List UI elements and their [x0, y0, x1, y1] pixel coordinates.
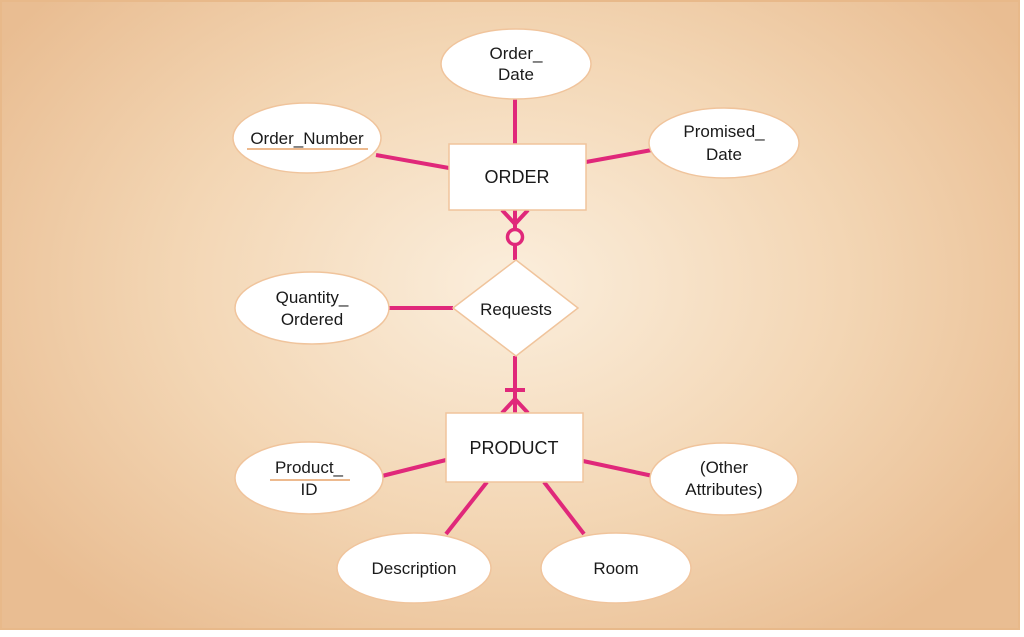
attr-label-line1: (Other — [700, 458, 749, 477]
attribute-quantity-ordered: Quantity_ Ordered — [234, 271, 390, 345]
attribute-order-date: Order_ Date — [440, 28, 592, 100]
attribute-other-attributes: (Other Attributes) — [649, 442, 799, 516]
entity-label: PRODUCT — [470, 438, 559, 458]
relationship-label: Requests — [480, 300, 552, 319]
attr-label-line1: Product_ — [275, 458, 344, 477]
cardinality-one-or-many — [500, 388, 530, 415]
attribute-room: Room — [540, 532, 692, 604]
attr-label-line1: Promised_ — [683, 122, 765, 141]
entity-product: PRODUCT — [445, 412, 584, 483]
attribute-description: Description — [336, 532, 492, 604]
link-product-id — [381, 458, 447, 478]
cardinality-zero-or-many — [500, 208, 530, 247]
attribute-order-number: Order_Number — [232, 102, 382, 174]
entity-label: ORDER — [484, 167, 549, 187]
attribute-promised-date: Promised_ Date — [648, 107, 800, 179]
entity-order: ORDER — [448, 143, 587, 211]
link-other-attributes — [582, 459, 654, 478]
attr-label: Room — [593, 559, 638, 578]
attr-label-line1: Order_ — [490, 44, 543, 63]
attribute-product-id: Product_ ID — [234, 441, 384, 515]
attr-label-line2: Ordered — [281, 310, 343, 329]
attr-label-line2: Date — [706, 145, 742, 164]
link-room — [542, 480, 586, 536]
attr-label-line2: ID — [301, 480, 318, 499]
attr-label-line2: Date — [498, 65, 534, 84]
attr-label: Order_Number — [250, 129, 364, 148]
link-order-number — [375, 153, 450, 170]
attr-label: Description — [371, 559, 456, 578]
link-description — [444, 480, 489, 536]
attr-label-line1: Quantity_ — [276, 288, 349, 307]
link-promised-date — [585, 148, 653, 164]
attr-label-line2: Attributes) — [685, 480, 762, 499]
relationship-requests: Requests — [451, 259, 580, 357]
